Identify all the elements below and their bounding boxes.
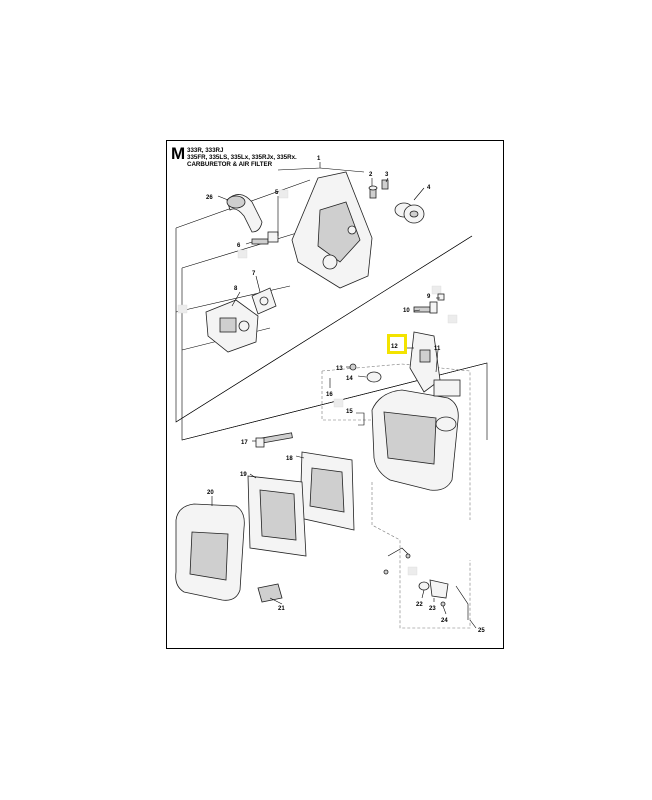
callout-2: 2 [369,172,373,178]
models-line-2: 335FR, 335LS, 335Lx, 335RJx, 335Rx. [187,154,297,161]
air-filter-housing [371,379,461,491]
part-13-16-choke [349,363,382,426]
callout-15: 15 [346,409,353,415]
reference-marks [177,189,458,576]
callout-9: 9 [427,294,431,300]
callout-17: 17 [241,440,248,446]
part-21-knob [257,583,283,603]
part-17-bolt [255,432,293,448]
callout-18: 18 [286,456,293,462]
part-18-filter [299,451,355,531]
callout-19: 19 [240,472,247,478]
part-11-12-bracket [409,331,441,393]
section-letter: M [171,144,186,163]
callout-11: 11 [434,346,441,352]
callout-6: 6 [237,243,241,249]
diagram-title: CARBURETOR & AIR FILTER [187,161,273,168]
callout-5: 5 [275,190,279,196]
callout-labels: 1 2 3 4 5 6 7 8 9 10 11 12 13 14 15 16 1… [206,156,485,634]
callout-21: 21 [278,606,285,612]
callout-1: 1 [317,156,321,162]
callout-26: 26 [206,195,213,201]
callout-25: 25 [478,628,485,634]
callout-13: 13 [336,366,343,372]
callout-23: 23 [429,606,436,612]
callout-4: 4 [427,185,431,191]
dashed-groups [321,363,471,629]
part-1-adapter [291,171,373,289]
callout-7: 7 [252,271,256,277]
callout-8: 8 [234,286,238,292]
part-22-24-clips [383,547,469,620]
part-26-elbow [226,194,263,233]
part-6-bolt [251,231,279,245]
callout-22: 22 [416,602,423,608]
part-19-frame [247,475,307,557]
callout-12: 12 [391,344,398,350]
models-line-1: 333R, 333RJ [187,147,224,154]
highlight-box-callout-12 [387,334,407,354]
part-7-gasket [251,287,277,315]
leader-lines [211,162,477,629]
callout-14: 14 [346,376,353,382]
callout-16: 16 [326,392,333,398]
part-8-carburetor [205,299,259,353]
part-2-3-screws [368,179,389,199]
callout-24: 24 [441,618,448,624]
callout-10: 10 [403,308,410,314]
part-9-10-screws [413,293,445,314]
part-4-bellows [394,202,425,224]
callout-20: 20 [207,490,214,496]
part-20-cover [175,503,245,601]
callout-3: 3 [385,172,389,178]
